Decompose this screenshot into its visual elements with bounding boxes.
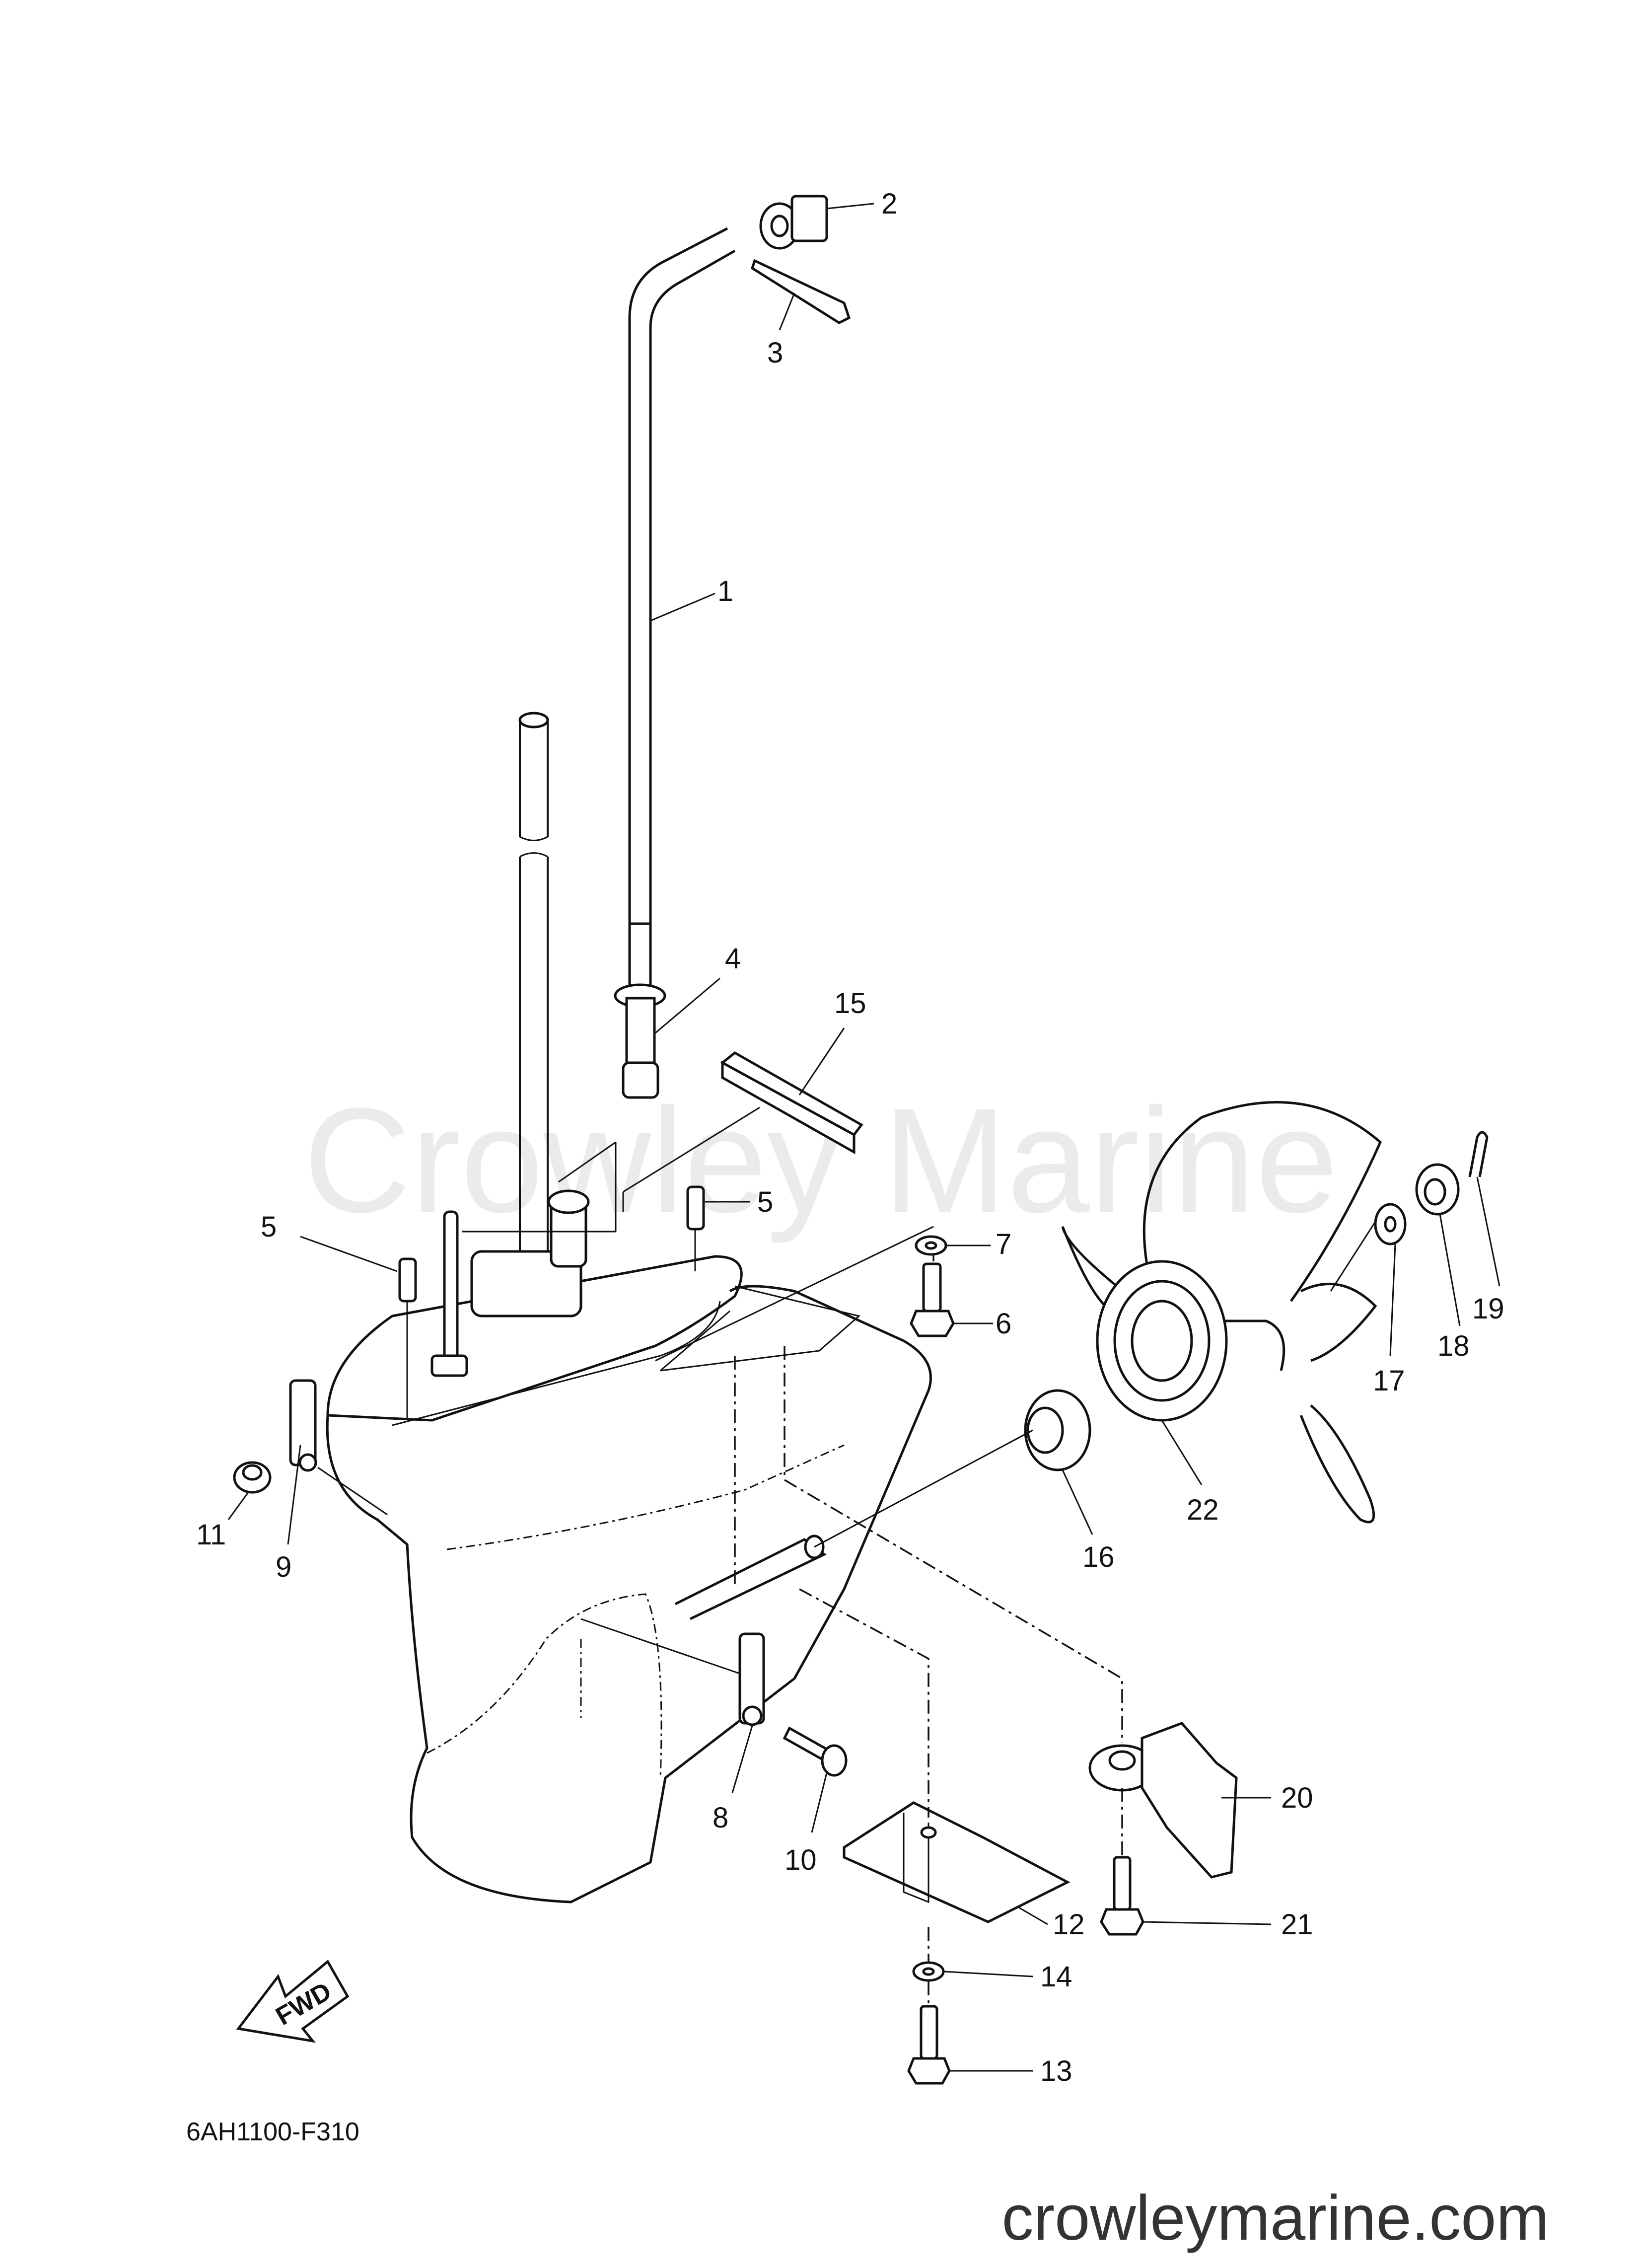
callout-5-right: 5 <box>757 1186 773 1218</box>
nut-18 <box>1415 1163 1460 1216</box>
trim-tab-20 <box>1088 1722 1238 1879</box>
callout-17: 17 <box>1373 1365 1405 1397</box>
callout-6: 6 <box>996 1308 1011 1340</box>
callout-19: 19 <box>1472 1293 1504 1325</box>
leader-lines <box>227 203 1500 2072</box>
callout-18: 18 <box>1437 1330 1470 1362</box>
callout-4: 4 <box>725 943 741 975</box>
fwd-arrow-icon: FWD <box>236 1960 350 2043</box>
callout-10: 10 <box>785 1844 817 1876</box>
callout-labels: 2 3 1 4 15 5 5 7 6 19 18 17 22 16 11 9 2… <box>196 188 1504 2087</box>
washer-17 <box>1374 1203 1407 1245</box>
seal-strip <box>720 1051 863 1155</box>
callout-14: 14 <box>1040 1961 1072 1993</box>
dowel-pin-left <box>398 1257 417 1303</box>
callout-1: 1 <box>717 575 733 607</box>
callout-3: 3 <box>767 337 783 369</box>
propeller-22 <box>1061 1101 1382 1524</box>
callout-15: 15 <box>834 987 866 1020</box>
cotter-pin-19 <box>1468 1131 1489 1177</box>
propeller-shaft <box>674 1535 827 1620</box>
lock-washer-14 <box>912 1961 945 1982</box>
bolt-13 <box>907 2005 951 2085</box>
assembly-lines <box>317 1221 1376 2006</box>
callout-8: 8 <box>713 1802 728 1834</box>
grommet <box>759 195 828 250</box>
drive-shaft <box>518 712 549 1261</box>
callout-22: 22 <box>1187 1494 1219 1526</box>
callout-21: 21 <box>1281 1908 1313 1941</box>
callout-13: 13 <box>1040 2055 1072 2087</box>
callout-7: 7 <box>996 1228 1011 1260</box>
footer-site-url: crowleymarine.com <box>1002 2183 1550 2254</box>
callout-16: 16 <box>1082 1541 1115 1573</box>
callout-12: 12 <box>1053 1908 1085 1941</box>
dowel-pin-right <box>686 1185 705 1231</box>
anode-8 <box>738 1632 765 1726</box>
callout-2: 2 <box>881 188 897 220</box>
callout-9: 9 <box>276 1551 291 1583</box>
cable-tie <box>751 259 851 324</box>
bolt-6 <box>910 1262 955 1337</box>
callout-5-left: 5 <box>261 1211 277 1243</box>
anode-plate-12 <box>843 1801 1071 1923</box>
screw-10 <box>783 1726 848 1777</box>
diagram-code: 6AH1100-F310 <box>186 2118 359 2146</box>
callout-20: 20 <box>1281 1782 1313 1814</box>
anode-9 <box>289 1379 317 1472</box>
bolt-21 <box>1100 1856 1144 1936</box>
callout-11: 11 <box>196 1519 226 1551</box>
washer-7 <box>915 1235 947 1256</box>
lower-case-housing <box>326 1106 932 1903</box>
nut-11 <box>233 1461 272 1494</box>
thrust-washer-16 <box>1024 1389 1091 1471</box>
tube-joint <box>614 922 666 1099</box>
